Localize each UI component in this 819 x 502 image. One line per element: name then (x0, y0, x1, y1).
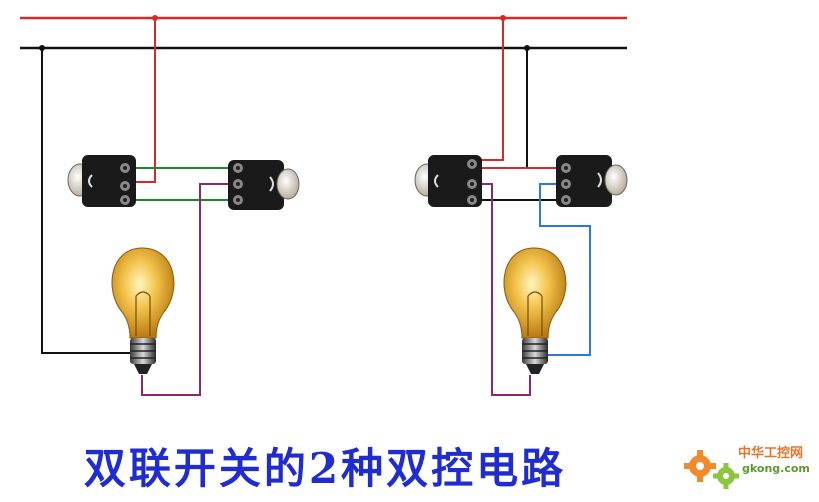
switch-right-a (414, 155, 482, 207)
switch-left-b (228, 160, 300, 210)
left-circuit (39, 15, 300, 396)
lamp-left-icon (111, 247, 175, 374)
switch-left-a (67, 155, 136, 207)
switch-right-b (556, 155, 628, 207)
right-circuit (414, 15, 628, 396)
diagram-caption: 双联开关的2种双控电路 (83, 444, 567, 493)
logo-url: gkong.com (742, 462, 810, 475)
logo-name: 中华工控网 (738, 446, 804, 461)
lamp-right-icon (503, 247, 567, 374)
gkong-logo-icon (684, 450, 739, 489)
